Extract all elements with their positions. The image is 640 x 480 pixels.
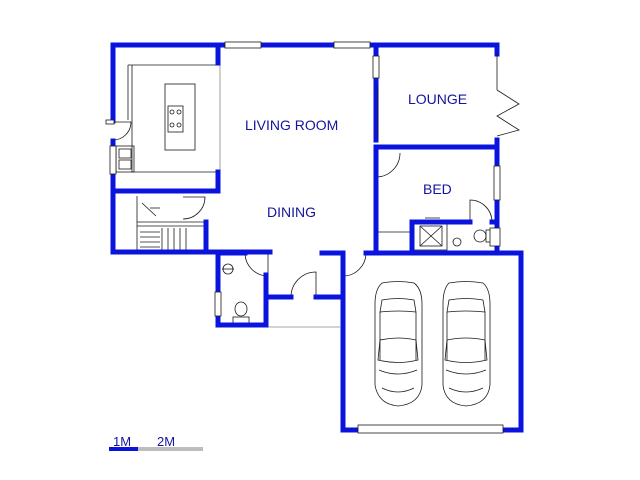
scale-bar: 1M 2M	[109, 434, 203, 451]
kitchen-island	[164, 83, 196, 151]
room-label-dining: DINING	[267, 204, 316, 220]
car-left	[374, 281, 423, 407]
stacking-doors	[377, 54, 520, 140]
room-label-lounge: LOUNGE	[408, 91, 467, 107]
scale-label-1m: 1M	[113, 434, 131, 449]
scale-label-2m: 2M	[157, 434, 175, 449]
car-right	[442, 281, 491, 407]
room-label-bed: BED	[423, 181, 452, 197]
room-label-living-room: LIVING ROOM	[245, 117, 338, 133]
windows	[105, 41, 504, 434]
staircase	[136, 196, 205, 250]
kitchen-counter	[127, 64, 218, 173]
kitchen-sink	[115, 145, 135, 173]
toilet	[222, 263, 250, 324]
